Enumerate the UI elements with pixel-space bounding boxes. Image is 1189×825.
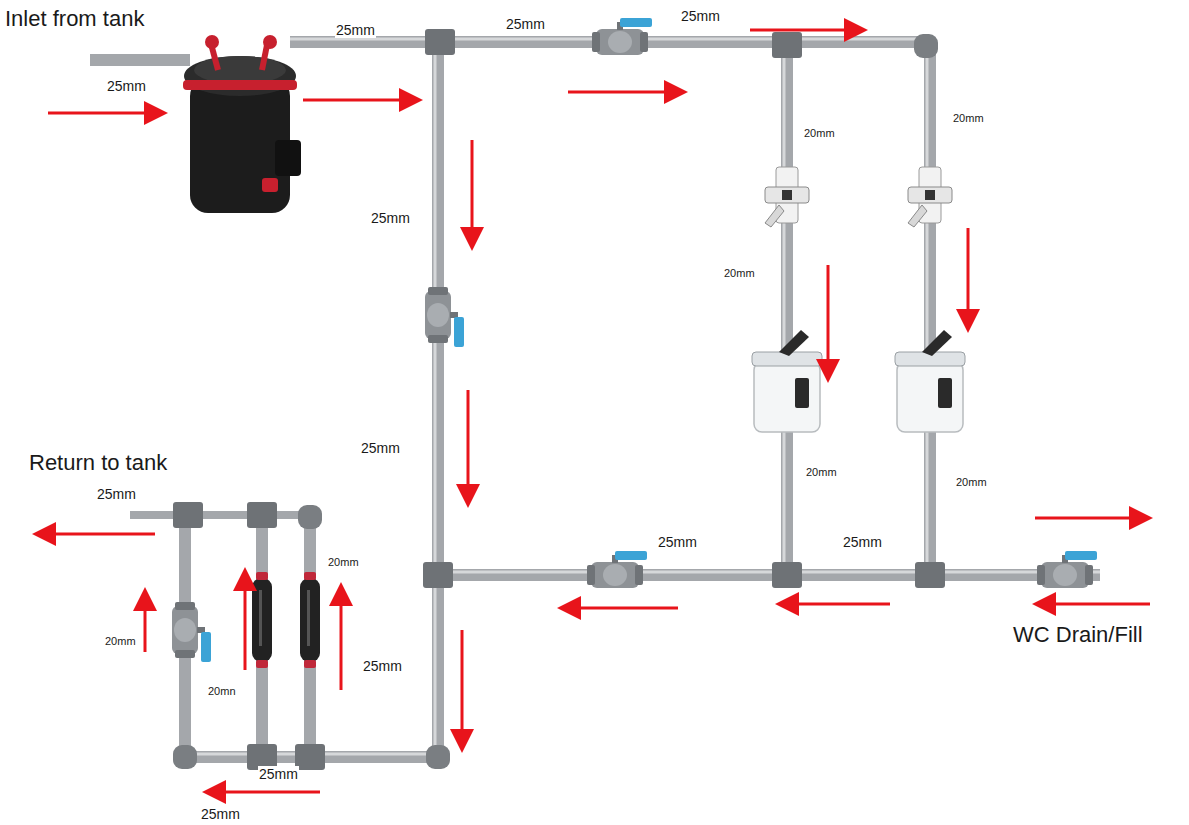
dimension-label: 25mm xyxy=(362,658,403,674)
flow-arrow xyxy=(48,112,162,115)
flow-arrow xyxy=(340,588,343,690)
tee-fitting xyxy=(915,562,945,588)
inline-heater xyxy=(300,572,320,668)
tee-fitting xyxy=(173,502,203,528)
dimension-label: 25mm xyxy=(505,16,546,32)
dimension-label: 25mm xyxy=(842,534,883,550)
fittings xyxy=(173,29,945,770)
flow-arrow xyxy=(461,630,464,747)
pipes xyxy=(90,42,1100,757)
dimension-label: 20mm xyxy=(952,112,985,125)
flow-arrow xyxy=(1038,603,1150,606)
elbow-fitting xyxy=(173,745,197,769)
tee-fitting xyxy=(772,562,802,588)
co2-reactors xyxy=(752,167,965,432)
dimension-label: 20mm xyxy=(805,466,838,479)
canister-filter xyxy=(183,35,301,213)
pipe xyxy=(781,42,793,575)
dimension-label: 25mm xyxy=(96,486,137,502)
ball-valve xyxy=(587,551,647,588)
dimension-label: 25mm xyxy=(335,22,376,38)
co2-diffuser xyxy=(908,167,952,227)
tee-fitting xyxy=(423,562,453,588)
pipe xyxy=(924,52,936,575)
elbow-fitting xyxy=(914,34,938,58)
dimension-label: 20mm xyxy=(104,635,137,648)
flow-arrow xyxy=(208,791,320,794)
flow-arrow xyxy=(467,390,470,502)
dimension-label: 20mm xyxy=(327,556,360,569)
flow-arrow xyxy=(750,29,862,32)
ball-valve xyxy=(172,602,211,662)
pipe xyxy=(130,511,310,519)
dimension-label: 20mm xyxy=(723,267,756,280)
pipe xyxy=(432,42,444,757)
pipe xyxy=(438,569,1100,581)
dimension-label: 25mm xyxy=(370,210,411,226)
co2-diffuser xyxy=(765,167,809,227)
dimension-label: 25mm xyxy=(657,534,698,550)
dimension-label: 20mm xyxy=(955,476,988,489)
reactor-canister xyxy=(895,330,965,432)
flow-arrow xyxy=(563,607,678,610)
inline-heater xyxy=(252,572,272,668)
reactor-canister xyxy=(752,330,822,432)
flow-arrow xyxy=(1035,517,1147,520)
tee-fitting xyxy=(772,32,802,58)
flow-arrow xyxy=(244,573,247,670)
dimension-label: 20mn xyxy=(207,685,237,698)
ball-valve xyxy=(1037,551,1097,588)
tee-fitting xyxy=(425,29,455,55)
valves xyxy=(172,18,1097,662)
flow-arrows xyxy=(38,30,1150,792)
flow-arrow xyxy=(827,265,830,377)
flow-arrow xyxy=(144,593,147,652)
flow-arrow xyxy=(38,533,155,536)
elbow-fitting xyxy=(298,505,322,529)
dimension-label: 25mm xyxy=(258,766,299,782)
dimension-label: 25mm xyxy=(360,440,401,456)
flow-arrow xyxy=(568,91,682,94)
flow-arrow xyxy=(967,228,970,327)
flow-arrow xyxy=(303,99,417,102)
pipe-highlights xyxy=(180,39,1100,757)
tee-fitting xyxy=(295,744,325,770)
heaters xyxy=(252,572,320,668)
ball-valve xyxy=(425,287,464,347)
section-title: Return to tank xyxy=(28,450,168,475)
section-title: WC Drain/Fill xyxy=(1012,622,1144,647)
flow-arrow xyxy=(471,140,474,245)
dimension-label: 25mm xyxy=(200,806,241,822)
dimension-label: 25mm xyxy=(106,78,147,94)
section-title: Inlet from tank xyxy=(4,6,145,31)
flow-arrow xyxy=(781,603,890,606)
elbow-fitting xyxy=(426,745,450,769)
ball-valve xyxy=(592,18,652,55)
dimension-label: 20mm xyxy=(803,127,836,140)
tee-fitting xyxy=(247,502,277,528)
inlet-hose xyxy=(90,54,190,66)
dimension-label: 25mm xyxy=(680,8,721,24)
